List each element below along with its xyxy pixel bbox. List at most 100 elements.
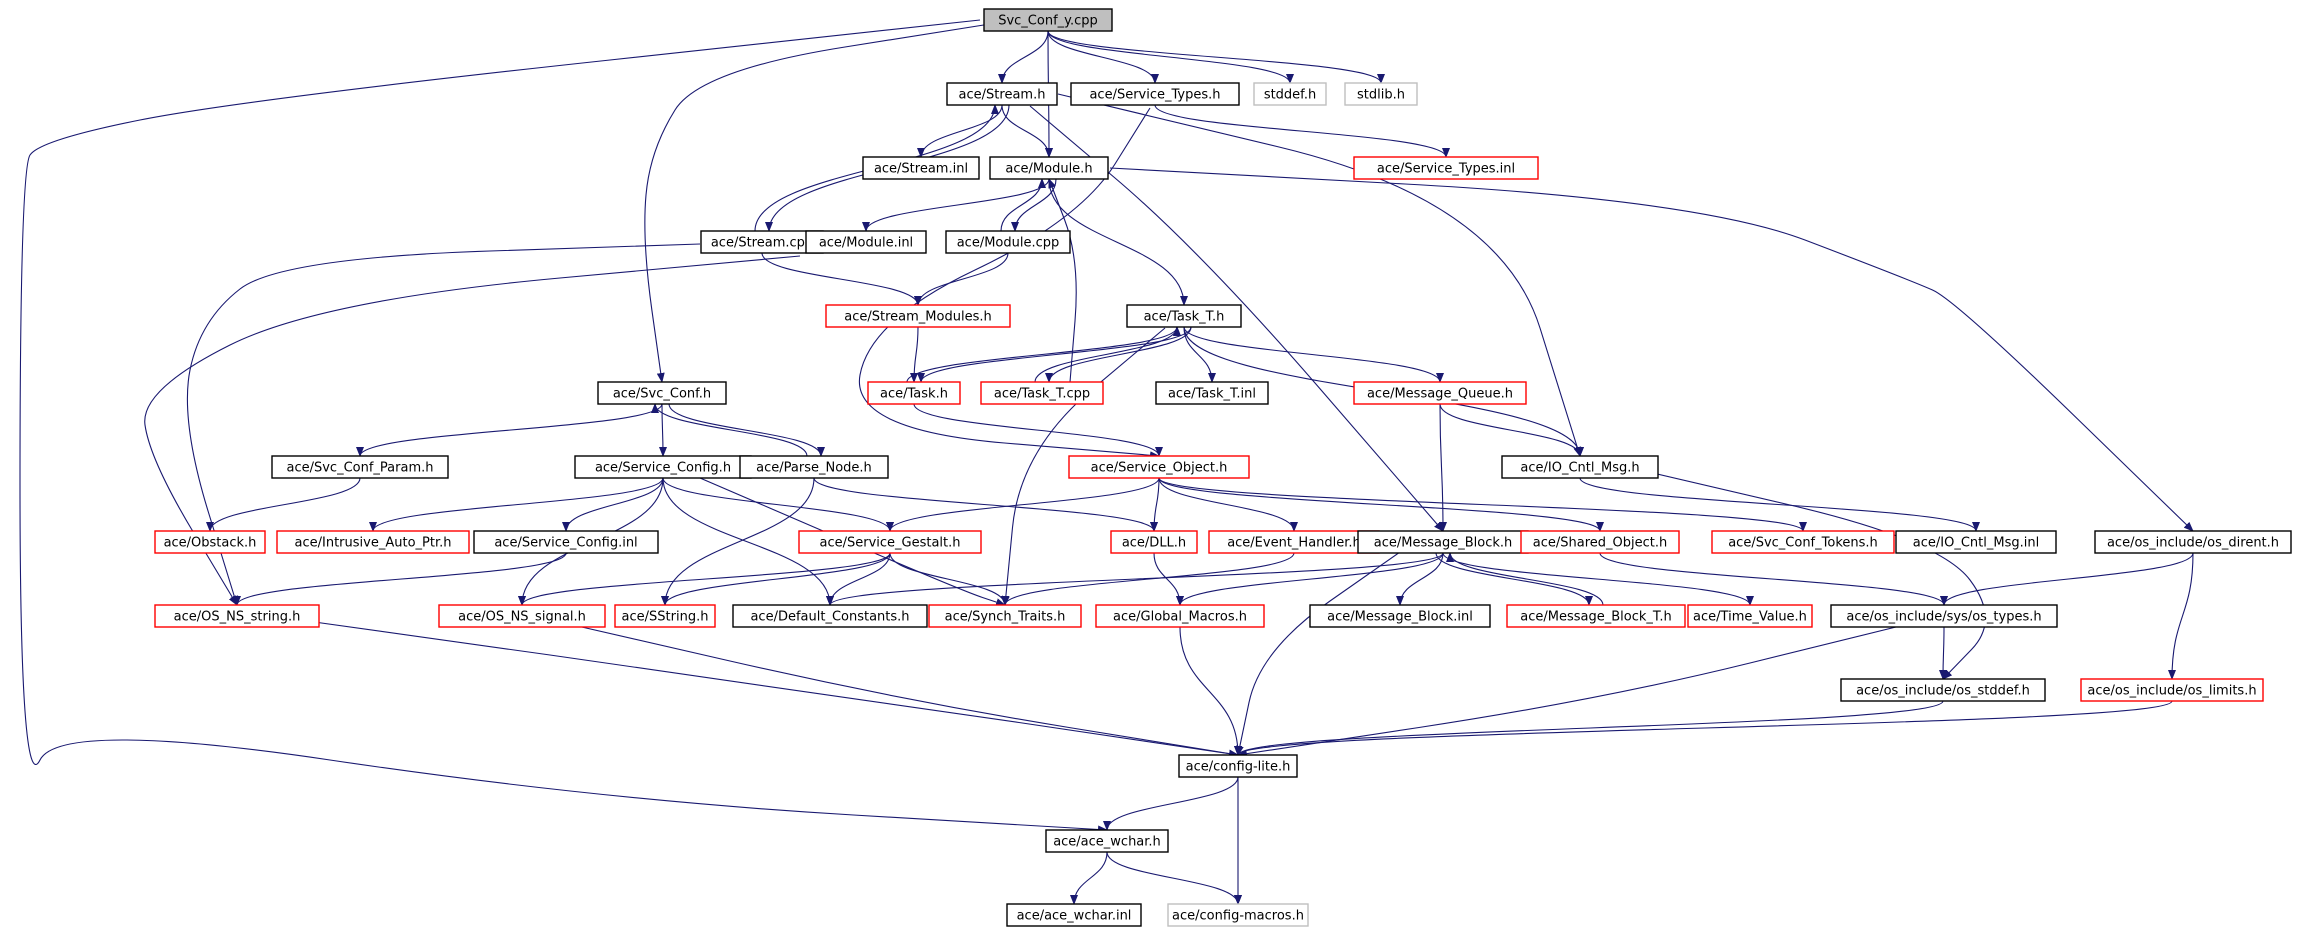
edge-stream_h-to-stream_inl <box>917 104 1003 158</box>
node-label: ace/Synch_Traits.h <box>945 610 1066 625</box>
edge-svc_conf_y_cpp-to-service_types_h <box>1047 30 1159 84</box>
node-label: stdlib.h <box>1357 88 1405 103</box>
node-box <box>732 604 928 628</box>
node-box <box>867 381 961 405</box>
node-message-block-inl[interactable]: ace/Message_Block.inl <box>1309 604 1491 628</box>
node-stdlib-h[interactable]: stdlib.h <box>1344 82 1418 106</box>
node-label: ace/os_include/sys/os_types.h <box>1846 610 2041 625</box>
node-service-types-h[interactable]: ace/Service_Types.h <box>1070 82 1240 106</box>
node-box <box>271 455 449 479</box>
node-time-value-h[interactable]: ace/Time_Value.h <box>1687 604 1813 628</box>
node-service-object-h[interactable]: ace/Service_Object.h <box>1068 455 1250 479</box>
node-box <box>1830 604 2058 628</box>
node-task-t-cpp[interactable]: ace/Task_T.cpp <box>980 381 1104 405</box>
node-svc-conf-param-h[interactable]: ace/Svc_Conf_Param.h <box>271 455 449 479</box>
node-box <box>1309 604 1491 628</box>
node-task-t-h[interactable]: ace/Task_T.h <box>1126 304 1242 328</box>
node-svc-conf-y-cpp[interactable]: Svc_Conf_y.cpp <box>983 8 1113 32</box>
edge-service_config_h-to-intrusive_auto_ptr_h <box>369 477 664 532</box>
node-label: ace/Time_Value.h <box>1693 610 1807 625</box>
node-service-config-inl[interactable]: ace/Service_Config.inl <box>473 530 659 554</box>
node-ace-wchar-h[interactable]: ace/ace_wchar.h <box>1045 829 1169 853</box>
edge-message_queue_h-to-message_block_h <box>1438 403 1447 532</box>
node-service-types-inl[interactable]: ace/Service_Types.inl <box>1353 156 1539 180</box>
node-message-block-h[interactable]: ace/Message_Block.h <box>1357 530 1529 554</box>
node-label: ace/os_include/os_limits.h <box>2087 684 2256 699</box>
node-stream-modules-h[interactable]: ace/Stream_Modules.h <box>825 304 1011 328</box>
node-svc-conf-tokens-h[interactable]: ace/Svc_Conf_Tokens.h <box>1711 530 1895 554</box>
node-os-stddef-h[interactable]: ace/os_include/os_stddef.h <box>1840 678 2046 702</box>
edge-ace_wchar_h-to-ace_wchar_inl <box>1070 851 1108 905</box>
node-service-config-h[interactable]: ace/Service_Config.h <box>574 455 752 479</box>
node-service-gestalt-h[interactable]: ace/Service_Gestalt.h <box>798 530 982 554</box>
node-os-limits-h[interactable]: ace/os_include/os_limits.h <box>2080 678 2264 702</box>
node-module-h[interactable]: ace/Module.h <box>989 156 1109 180</box>
edge-task_t_h-to-message_queue_h <box>1183 326 1444 383</box>
edge-svc_conf_h-to-parse_node_h <box>668 403 825 457</box>
node-io-cntl-msg-inl[interactable]: ace/IO_Cntl_Msg.inl <box>1895 530 2057 554</box>
edge-svc_conf_y_cpp-to-svc_conf_h <box>644 23 991 383</box>
node-box <box>1006 903 1142 927</box>
node-default-constants-h[interactable]: ace/Default_Constants.h <box>732 604 928 628</box>
edge-svc_conf_y_cpp-to-stddef_h <box>1047 30 1294 84</box>
node-label: ace/Message_Block_T.h <box>1520 610 1671 625</box>
edge-config_lite_h-to-ace_wchar_h <box>1103 776 1239 831</box>
node-intrusive-auto-ptr-h[interactable]: ace/Intrusive_Auto_Ptr.h <box>276 530 470 554</box>
node-os-ns-string-h[interactable]: ace/OS_NS_string.h <box>154 604 320 628</box>
node-task-h[interactable]: ace/Task.h <box>867 381 961 405</box>
node-config-macros-h[interactable]: ace/config-macros.h <box>1167 903 1309 927</box>
edge-shared_object_h-to-os_types_h <box>1599 552 1948 606</box>
node-label: ace/Global_Macros.h <box>1113 610 1247 625</box>
edge-task_h-to-service_object_h <box>913 403 1163 457</box>
node-label: ace/os_include/os_stddef.h <box>1856 684 2030 699</box>
node-os-ns-signal-h[interactable]: ace/OS_NS_signal.h <box>438 604 606 628</box>
node-os-types-h[interactable]: ace/os_include/sys/os_types.h <box>1830 604 2058 628</box>
node-config-lite-h[interactable]: ace/config-lite.h <box>1178 754 1298 778</box>
node-box <box>1687 604 1813 628</box>
node-stream-h[interactable]: ace/Stream.h <box>946 82 1058 106</box>
node-synch-traits-h[interactable]: ace/Synch_Traits.h <box>928 604 1082 628</box>
edge-service_config_h-to-service_config_inl <box>562 477 664 532</box>
edge-message_block_h-to-global_macros_h <box>1176 552 1444 606</box>
node-box <box>2080 678 2264 702</box>
node-global-macros-h[interactable]: ace/Global_Macros.h <box>1095 604 1265 628</box>
node-label: ace/Service_Types.h <box>1089 88 1220 103</box>
node-message-queue-h[interactable]: ace/Message_Queue.h <box>1353 381 1527 405</box>
node-os-dirent-h[interactable]: ace/os_include/os_dirent.h <box>2094 530 2292 554</box>
node-box <box>928 604 1082 628</box>
node-ace-wchar-inl[interactable]: ace/ace_wchar.inl <box>1006 903 1142 927</box>
edge-service_config_h-to-service_gestalt_h <box>662 477 894 532</box>
node-task-t-inl[interactable]: ace/Task_T.inl <box>1155 381 1269 405</box>
node-message-block-t-h[interactable]: ace/Message_Block_T.h <box>1506 604 1686 628</box>
node-box <box>1068 455 1250 479</box>
node-label: stddef.h <box>1264 88 1316 103</box>
node-shared-object-h[interactable]: ace/Shared_Object.h <box>1520 530 1680 554</box>
edge-service_object_h-to-service_gestalt_h <box>886 477 1160 532</box>
edge-os_types_h-to-config_lite_h <box>1237 625 1901 758</box>
node-label: ace/Shared_Object.h <box>1533 536 1667 551</box>
node-box <box>1520 530 1680 554</box>
node-module-cpp[interactable]: ace/Module.cpp <box>945 230 1071 254</box>
node-io-cntl-msg-h[interactable]: ace/IO_Cntl_Msg.h <box>1501 455 1659 479</box>
node-obstack-h[interactable]: ace/Obstack.h <box>154 530 266 554</box>
edge-task_t_h-to-task_t_inl <box>1183 326 1216 383</box>
edge-parse_node_h-to-sstring_h <box>661 477 815 606</box>
node-module-inl[interactable]: ace/Module.inl <box>805 230 927 254</box>
node-label: Svc_Conf_y.cpp <box>998 14 1098 29</box>
node-box <box>945 230 1071 254</box>
edge-parse_node_h-to-svc_conf_h <box>651 403 808 457</box>
node-dll-h[interactable]: ace/DLL.h <box>1110 530 1198 554</box>
node-event-handler-h[interactable]: ace/Event_Handler.h <box>1208 530 1380 554</box>
node-label: ace/Svc_Conf_Param.h <box>287 461 434 476</box>
node-parse-node-h[interactable]: ace/Parse_Node.h <box>739 455 889 479</box>
node-stream-cpp[interactable]: ace/Stream.cpp <box>700 230 824 254</box>
node-box <box>825 304 1011 328</box>
node-label: ace/config-macros.h <box>1172 909 1304 924</box>
edge-service_gestalt_h-to-synch_traits_h <box>889 552 1009 606</box>
edge-os_limits_h-to-config_lite_h <box>1234 700 2173 756</box>
node-stream-inl[interactable]: ace/Stream.inl <box>862 156 980 180</box>
node-sstring-h[interactable]: ace/SString.h <box>614 604 716 628</box>
node-stddef-h[interactable]: stddef.h <box>1253 82 1327 106</box>
node-svc-conf-h[interactable]: ace/Svc_Conf.h <box>597 381 727 405</box>
